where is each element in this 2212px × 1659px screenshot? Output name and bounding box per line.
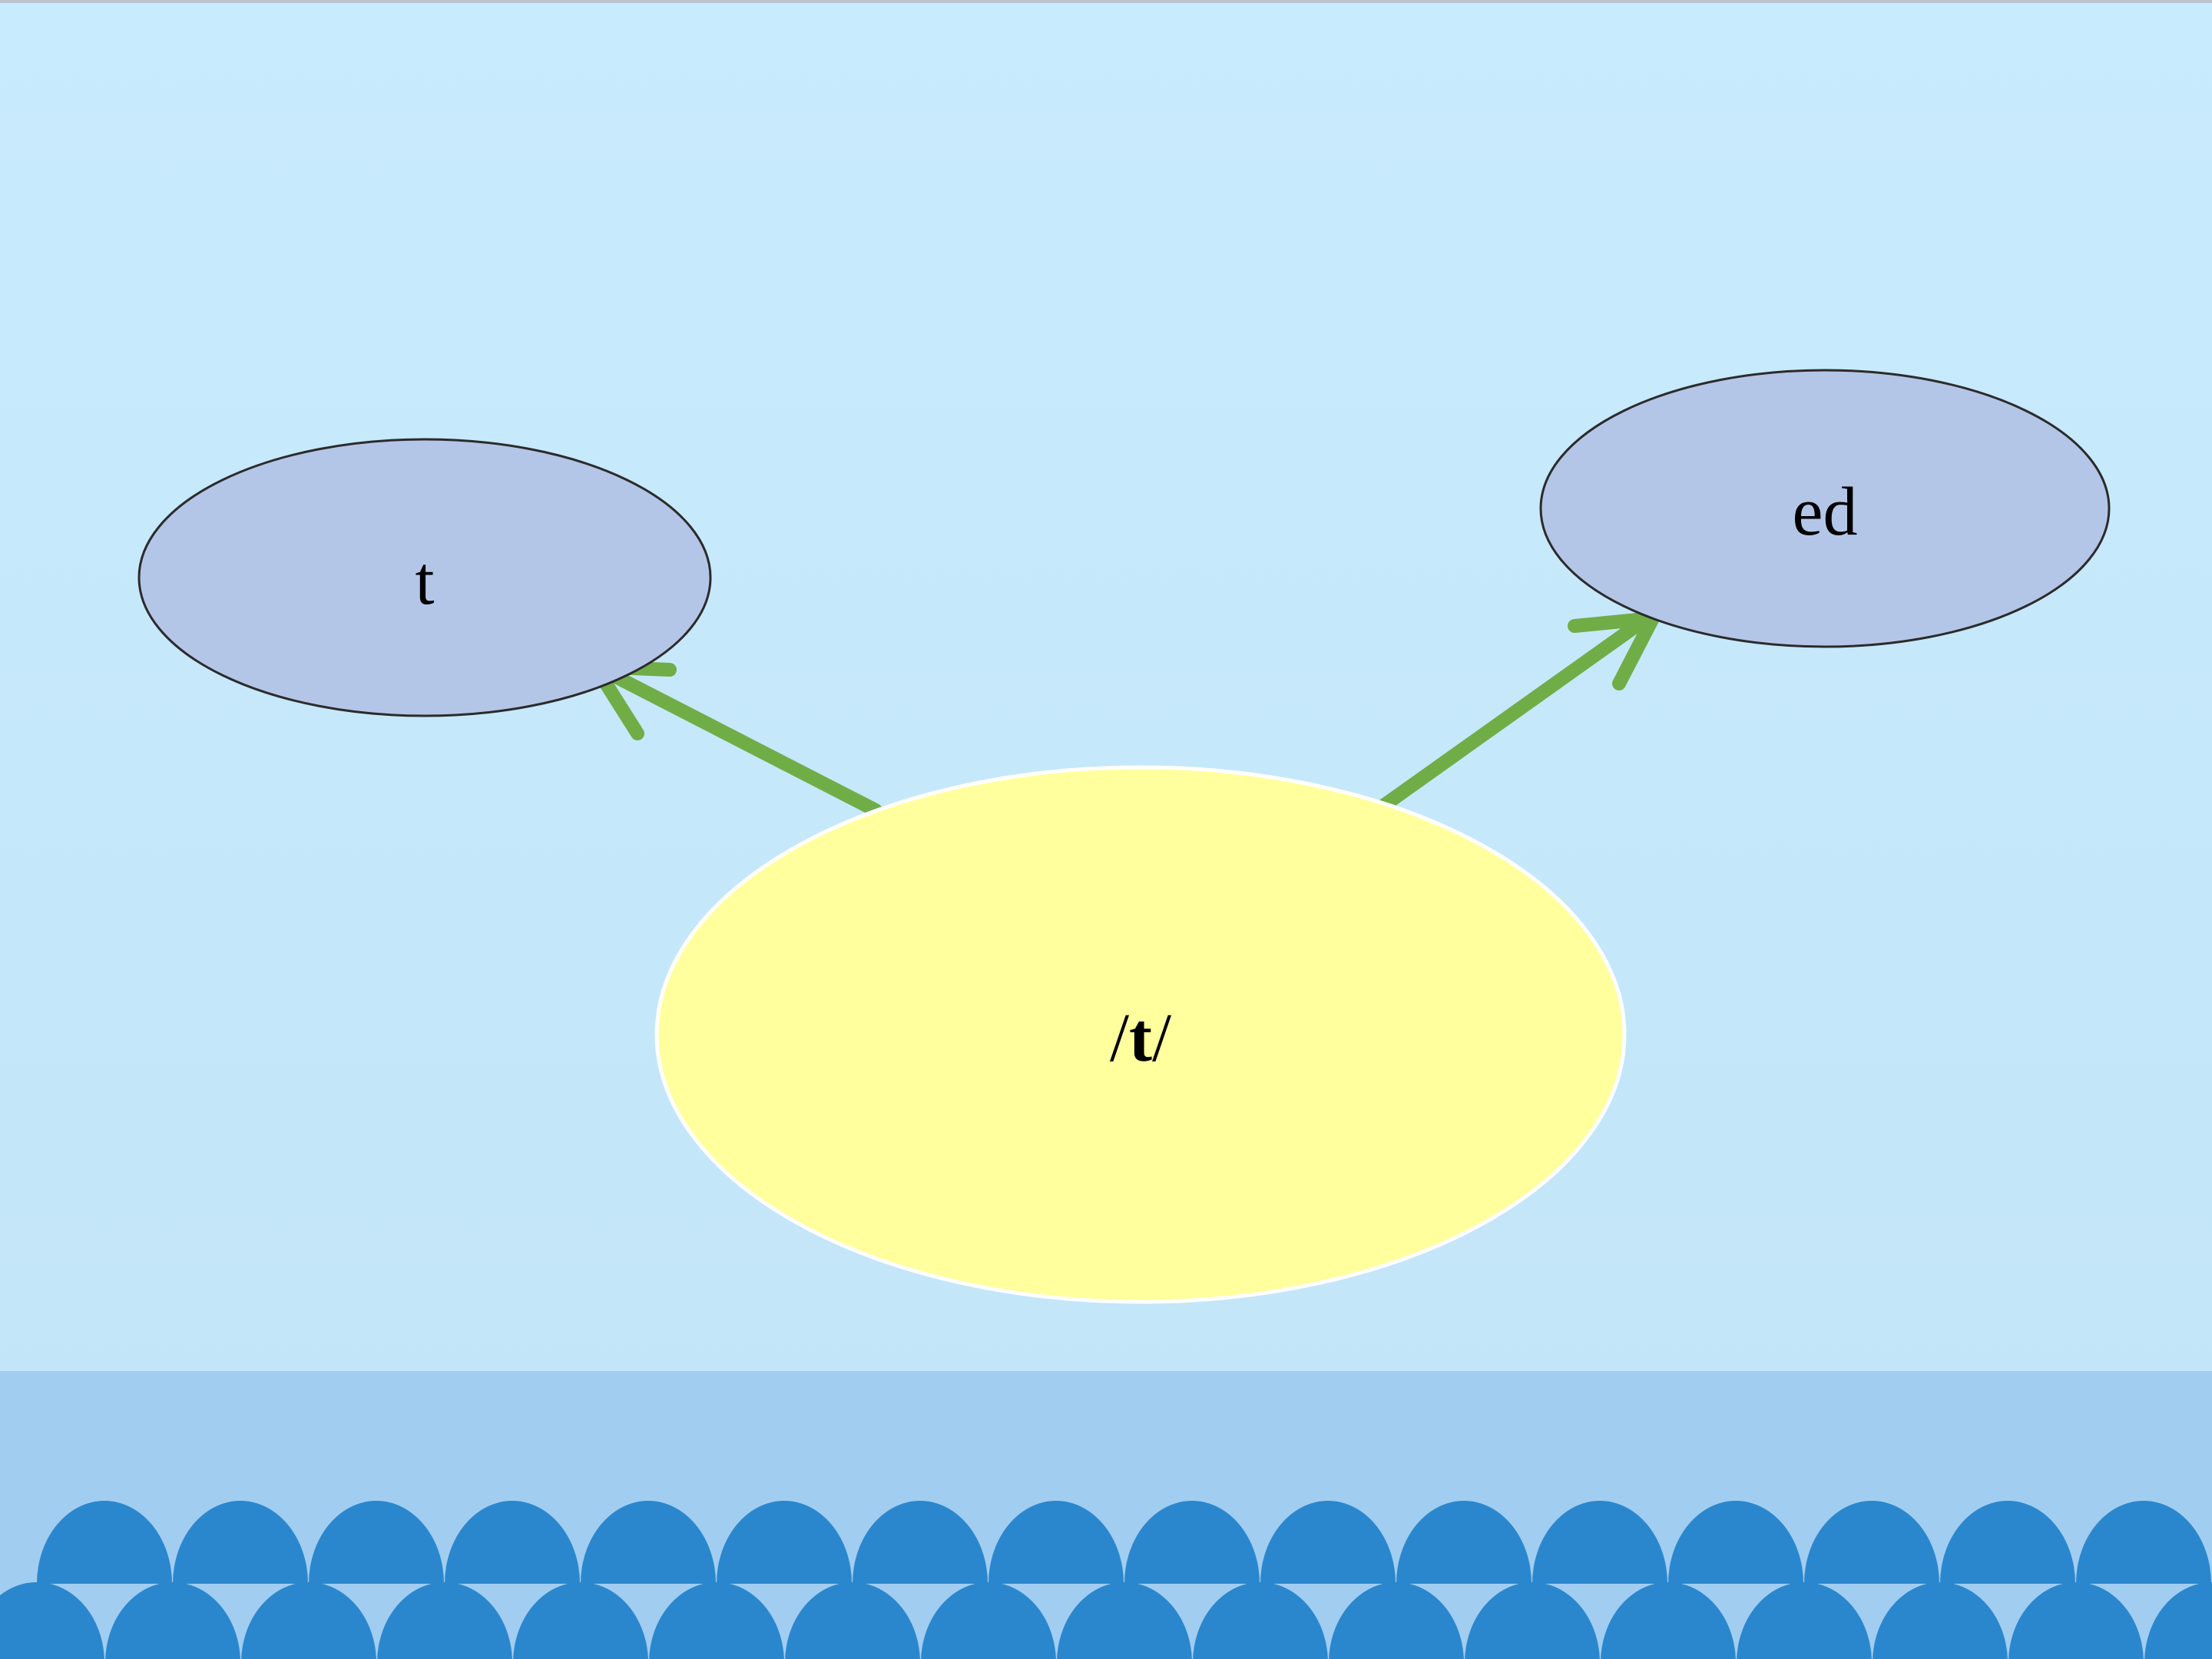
wave-scallop	[0, 1582, 104, 1659]
top-border	[0, 0, 2212, 3]
wave-scallop	[1260, 1501, 1396, 1584]
wave-scallop	[105, 1582, 240, 1659]
wave-scallop	[241, 1582, 376, 1659]
wave-scallop	[1124, 1501, 1260, 1584]
wave-scallop	[649, 1582, 784, 1659]
wave-scallop	[988, 1501, 1124, 1584]
node-center-label: /t/	[1110, 1000, 1171, 1076]
center-slash-right: /	[1152, 1000, 1171, 1076]
node-t: t	[137, 438, 712, 717]
node-t-label: t	[415, 543, 434, 619]
wave-scallop	[445, 1501, 580, 1584]
wave-scallop	[2008, 1582, 2144, 1659]
node-ed: ed	[1539, 369, 2111, 648]
wave-scallop	[1668, 1501, 1803, 1584]
wave-decoration-back	[37, 1501, 2211, 1584]
wave-scallop	[1396, 1501, 1532, 1584]
wave-scallop	[717, 1501, 852, 1584]
wave-decoration-front	[0, 1582, 2212, 1659]
wave-scallop	[2144, 1582, 2212, 1659]
wave-scallop	[853, 1501, 988, 1584]
wave-scallop	[37, 1501, 172, 1584]
wave-scallop	[173, 1501, 308, 1584]
wave-scallop	[785, 1582, 920, 1659]
node-center: /t/	[654, 765, 1627, 1304]
center-slash-left: /	[1110, 1000, 1129, 1076]
wave-scallop	[2076, 1501, 2211, 1584]
wave-scallop	[1532, 1501, 1667, 1584]
wave-scallop	[1940, 1501, 2075, 1584]
wave-scallop	[1329, 1582, 1464, 1659]
wave-scallop	[1737, 1582, 1872, 1659]
wave-scallop	[1601, 1582, 1736, 1659]
wave-scallop	[1193, 1582, 1328, 1659]
wave-scallop	[1804, 1501, 1939, 1584]
arrow-to-ed	[1376, 610, 1665, 813]
wave-scallop	[581, 1501, 716, 1584]
wave-scallop	[513, 1582, 648, 1659]
wave-scallop	[309, 1501, 444, 1584]
center-phoneme: t	[1129, 1000, 1152, 1076]
arrow-to-t	[582, 659, 882, 817]
wave-scallop	[377, 1582, 512, 1659]
wave-scallop	[921, 1582, 1056, 1659]
wave-scallop	[1873, 1582, 2008, 1659]
wave-scallop	[1465, 1582, 1600, 1659]
node-ed-label: ed	[1793, 474, 1858, 550]
wave-scallop	[1057, 1582, 1192, 1659]
